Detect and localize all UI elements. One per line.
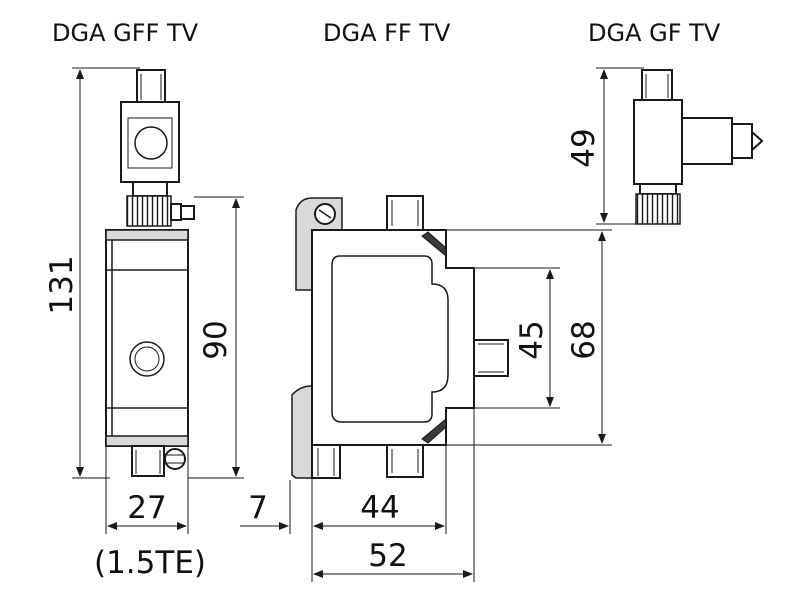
dimension-44: 44 bbox=[311, 445, 447, 582]
dim-label-49: 49 bbox=[566, 128, 602, 167]
dimension-131: 131 bbox=[44, 67, 140, 479]
port-circle bbox=[129, 341, 165, 377]
dimension-68: 68 bbox=[446, 229, 612, 446]
title-dga-gf-tv: DGA GF TV bbox=[588, 19, 721, 47]
dim-label-27: 27 bbox=[127, 490, 166, 526]
dim-label-52: 52 bbox=[368, 538, 407, 574]
dim-label-45: 45 bbox=[514, 320, 550, 359]
title-dga-ff-tv: DGA FF TV bbox=[323, 19, 451, 47]
inspection-window bbox=[134, 126, 168, 160]
dimension-49: 49 bbox=[566, 67, 644, 225]
dimension-90: 90 bbox=[188, 196, 244, 479]
dim-label-90: 90 bbox=[198, 320, 234, 359]
title-dga-gff-tv: DGA GFF TV bbox=[52, 19, 199, 47]
dimension-52: 52 bbox=[313, 408, 475, 582]
gf-knurled-nut bbox=[635, 193, 681, 225]
window-housing bbox=[120, 101, 180, 183]
main-housing-middle bbox=[311, 229, 475, 446]
dim-label-131: 131 bbox=[44, 255, 80, 314]
middle-bottom-connector bbox=[386, 444, 424, 478]
dim-label-7: 7 bbox=[248, 490, 268, 526]
middle-right-connector bbox=[473, 339, 509, 377]
dimension-45: 45 bbox=[474, 267, 560, 409]
dim-label-1-5te: (1.5TE) bbox=[94, 545, 206, 581]
device-dga-gff-tv bbox=[105, 69, 195, 477]
dim-label-68: 68 bbox=[566, 320, 602, 359]
inner-window bbox=[331, 255, 449, 423]
main-housing-left bbox=[105, 229, 189, 447]
gf-housing bbox=[633, 99, 683, 185]
device-dga-gf-tv bbox=[633, 69, 764, 225]
middle-top-connector bbox=[386, 195, 424, 231]
dim-label-44: 44 bbox=[360, 490, 399, 526]
bottom-connector bbox=[131, 445, 165, 477]
dimension-7: 7 bbox=[240, 480, 291, 534]
knurled-nut bbox=[126, 195, 172, 227]
device-dga-ff-tv bbox=[291, 195, 509, 479]
gf-top-connector bbox=[641, 69, 673, 101]
dimension-27: 27 (1.5TE) bbox=[94, 446, 206, 581]
